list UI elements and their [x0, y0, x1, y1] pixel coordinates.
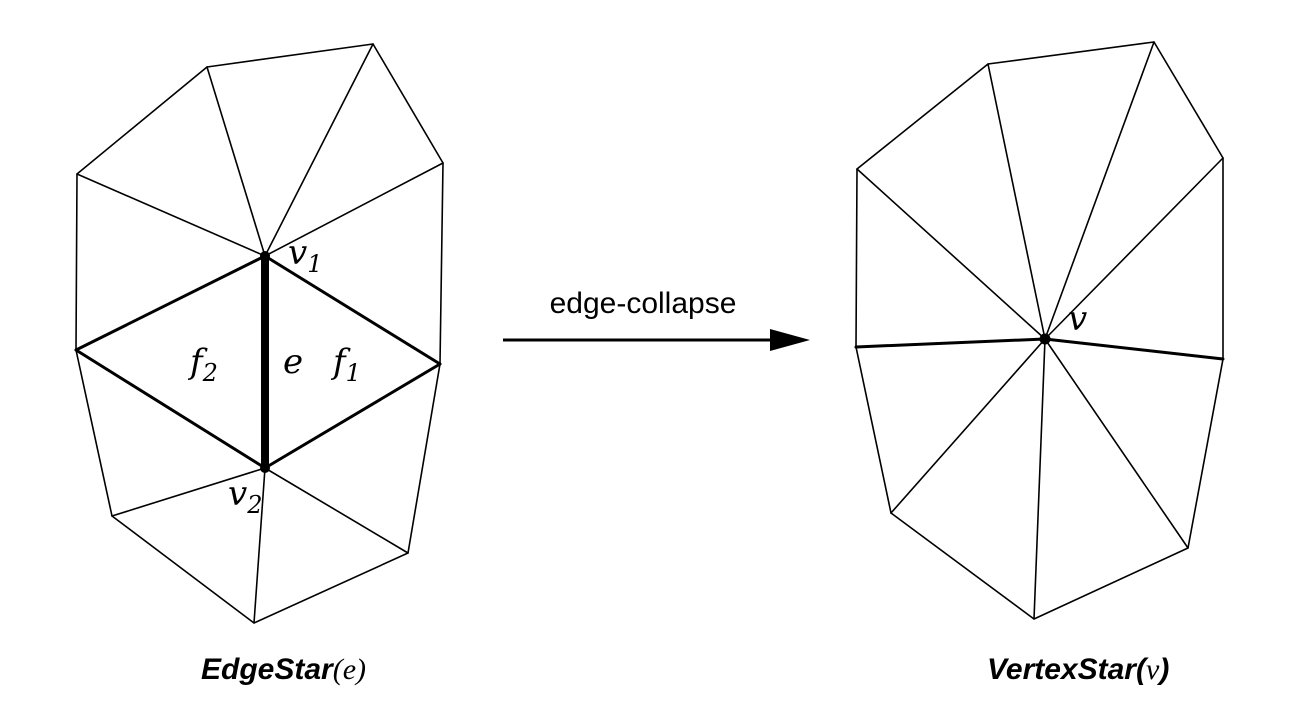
spoke-edge: [264, 43, 374, 257]
spoke-edge: [856, 168, 1046, 340]
arrow-label: edge-collapse: [550, 287, 737, 320]
spoke-edge: [1044, 338, 1189, 549]
label-v1: v1: [288, 233, 323, 278]
label-f1: f1: [330, 342, 361, 387]
spoke-edge: [206, 66, 266, 257]
spoke-edge: [1044, 41, 1155, 340]
vertex-v: [1039, 333, 1051, 345]
label-v: v: [1068, 299, 1087, 339]
spoke-edge: [264, 162, 444, 257]
merged-edge: [1043, 337, 1225, 361]
face-edge: [74, 348, 267, 470]
spoke-edge: [890, 338, 1046, 514]
label-f2: f2: [187, 342, 218, 387]
label-e: e: [283, 342, 303, 382]
spoke-edge: [111, 467, 266, 517]
vertex-v2: [260, 463, 270, 473]
vertex-star-boundary: [855, 41, 1224, 620]
vertex-v1: [260, 251, 270, 261]
edge-star-caption: EdgeStar(e): [201, 653, 366, 686]
vertex-star-caption: VertexStar(v): [987, 653, 1169, 686]
vertex-star-mesh: [854, 41, 1225, 620]
spoke-edge: [76, 173, 266, 257]
face-edge: [74, 254, 267, 352]
spoke-edge: [264, 467, 409, 554]
edge-star-boundary: [75, 43, 444, 624]
merged-edge: [854, 337, 1047, 349]
spoke-edge: [1033, 338, 1046, 620]
label-v2: v2: [228, 474, 263, 519]
collapse-arrow: [503, 329, 810, 351]
arrow-head: [770, 329, 810, 351]
face-edge: [263, 362, 442, 470]
spoke-edge: [253, 467, 266, 624]
spoke-edge: [1044, 157, 1224, 340]
spoke-edge: [987, 63, 1046, 340]
edge-star-mesh: [74, 43, 444, 624]
face-edge: [263, 254, 442, 366]
